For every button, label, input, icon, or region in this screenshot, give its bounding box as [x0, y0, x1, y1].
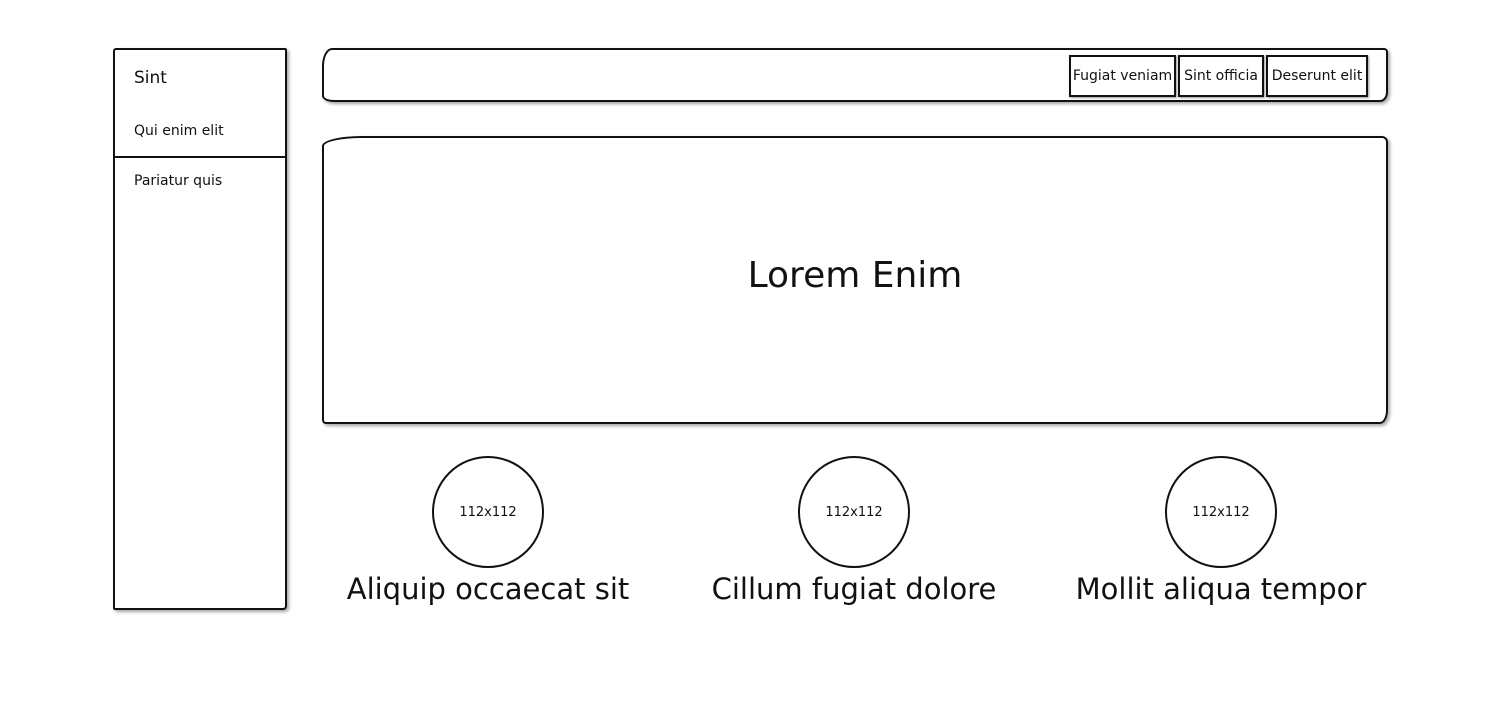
nav-tab-deserunt-elit[interactable]: Deserunt elit — [1266, 55, 1368, 97]
top-navbar: Fugiat veniam Sint officia Deserunt elit — [322, 48, 1388, 102]
sidebar-item-qui-enim-elit[interactable]: Qui enim elit — [134, 123, 224, 139]
feature-card: 112x112 Mollit aliqua tempor — [1061, 456, 1381, 606]
nav-tabs: Fugiat veniam Sint officia Deserunt elit — [1069, 55, 1368, 97]
feature-card: 112x112 Aliquip occaecat sit — [328, 456, 648, 606]
hero-title: Lorem Enim — [747, 254, 963, 296]
sidebar-item-pariatur-quis[interactable]: Pariatur quis — [134, 173, 223, 189]
feature-title: Cillum fugiat dolore — [711, 572, 997, 606]
nav-tab-sint-officia[interactable]: Sint officia — [1178, 55, 1264, 97]
feature-title: Aliquip occaecat sit — [346, 572, 630, 606]
feature-image-placeholder: 112x112 — [432, 456, 544, 568]
feature-image-placeholder: 112x112 — [1165, 456, 1277, 568]
feature-image-placeholder: 112x112 — [798, 456, 910, 568]
sidebar-divider — [115, 156, 285, 158]
feature-card: 112x112 Cillum fugiat dolore — [694, 456, 1014, 606]
sidebar: Sint Qui enim elit Pariatur quis — [113, 48, 287, 610]
nav-tab-fugiat-veniam[interactable]: Fugiat veniam — [1069, 55, 1176, 97]
hero-banner: Lorem Enim — [322, 136, 1388, 424]
sidebar-title: Sint — [134, 68, 167, 88]
feature-title: Mollit aliqua tempor — [1075, 572, 1367, 606]
